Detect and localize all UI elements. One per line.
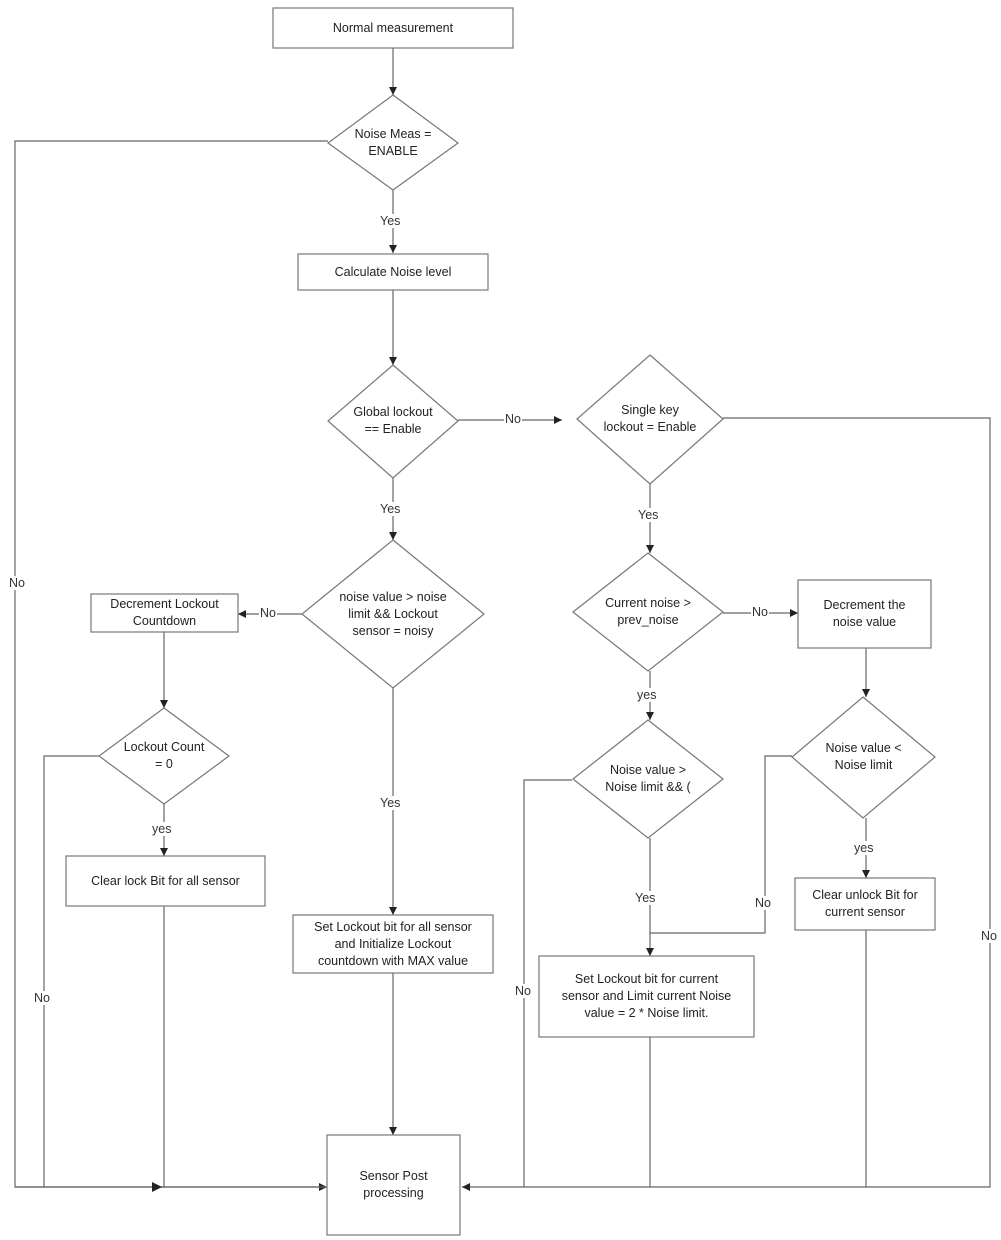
label-no-single: No [980,929,998,943]
node-current-noise: Current noise > prev_noise [605,596,691,627]
node-clear-unlock: Clear unlock Bit for current sensor [812,888,918,919]
node-calculate-noise: Calculate Noise level [334,264,452,279]
box-clear-unlock [794,877,936,931]
node-decrement-noise: Decrement the noise value [823,598,906,629]
node-single-key-lockout: Single key lockout = Enable [603,403,697,434]
node-noise-value-single: Noise value > Noise limit && ( [605,763,691,794]
label-yes-noise-less: yes [853,841,875,855]
node-sensor-post: Sensor Post processing [359,1169,428,1200]
box-decrement-lockout [90,593,239,633]
edge-noise-meas-no [14,140,328,1191]
label-yes-current-noise: yes [636,688,658,702]
diamond-noise-less [791,696,936,819]
box-sensor-post [326,1134,461,1236]
node-noise-less: Noise value < Noise limit [825,741,902,772]
node-set-lockout-all: Set Lockout bit for all sensor and Initi… [314,919,472,968]
edge-count-no [43,755,99,1187]
label-no-noise-less: No [754,896,772,910]
diamond-lockout-count [97,707,231,805]
label-no-noise-meas: No [8,576,26,590]
node-normal-measurement: Normal measurement [332,20,454,35]
label-no-noise-value-global: No [259,606,277,620]
box-calculate-noise [297,253,489,291]
label-no-global: No [504,412,522,426]
node-noise-value-global: noise value > noise limit && Lockout sen… [339,589,447,638]
diamond-single-key-lockout [576,354,724,485]
diamond-noise-value-single [572,719,724,839]
node-set-lockout-current: Set Lockout bit for current sensor and L… [561,972,732,1020]
label-yes-single: Yes [637,508,660,522]
edge-single-no [462,417,991,1191]
label-no-lockout-count: No [33,991,51,1005]
node-clear-lock-all: Clear lock Bit for all sensor [91,873,240,888]
box-decrement-noise [797,579,932,649]
edge-noise-less-no [650,755,792,934]
node-global-lockout: Global lockout == Enable [353,405,433,436]
diamond-global-lockout [327,364,459,479]
box-set-lockout-all [292,914,494,974]
shapes [65,7,936,1236]
node-noise-meas-enable: Noise Meas = ENABLE [354,127,432,158]
diamond-noise-meas-enable [326,94,460,191]
node-lockout-count: Lockout Count = 0 [123,740,205,771]
label-yes-noise-value-single: Yes [634,891,657,905]
box-normal-measurement [272,7,514,49]
diamond-current-noise [572,552,724,672]
label-yes-noise-value-global: Yes [379,796,402,810]
diamond-noise-value-global [301,539,485,689]
label-no-noise-value-single: No [514,984,532,998]
label-yes-global: Yes [379,502,402,516]
connectors [14,48,991,1192]
label-yes-noise-meas: Yes [379,214,402,228]
node-decrement-lockout: Decrement Lockout Countdown [110,597,219,628]
box-clear-lock-all [65,855,266,907]
arrowhead-collector-left [152,1182,162,1192]
label-no-current-noise: No [751,605,769,619]
box-set-lockout-current [538,955,755,1038]
edge-noise-single-no [523,779,572,1187]
label-yes-lockout-count: yes [151,822,173,836]
